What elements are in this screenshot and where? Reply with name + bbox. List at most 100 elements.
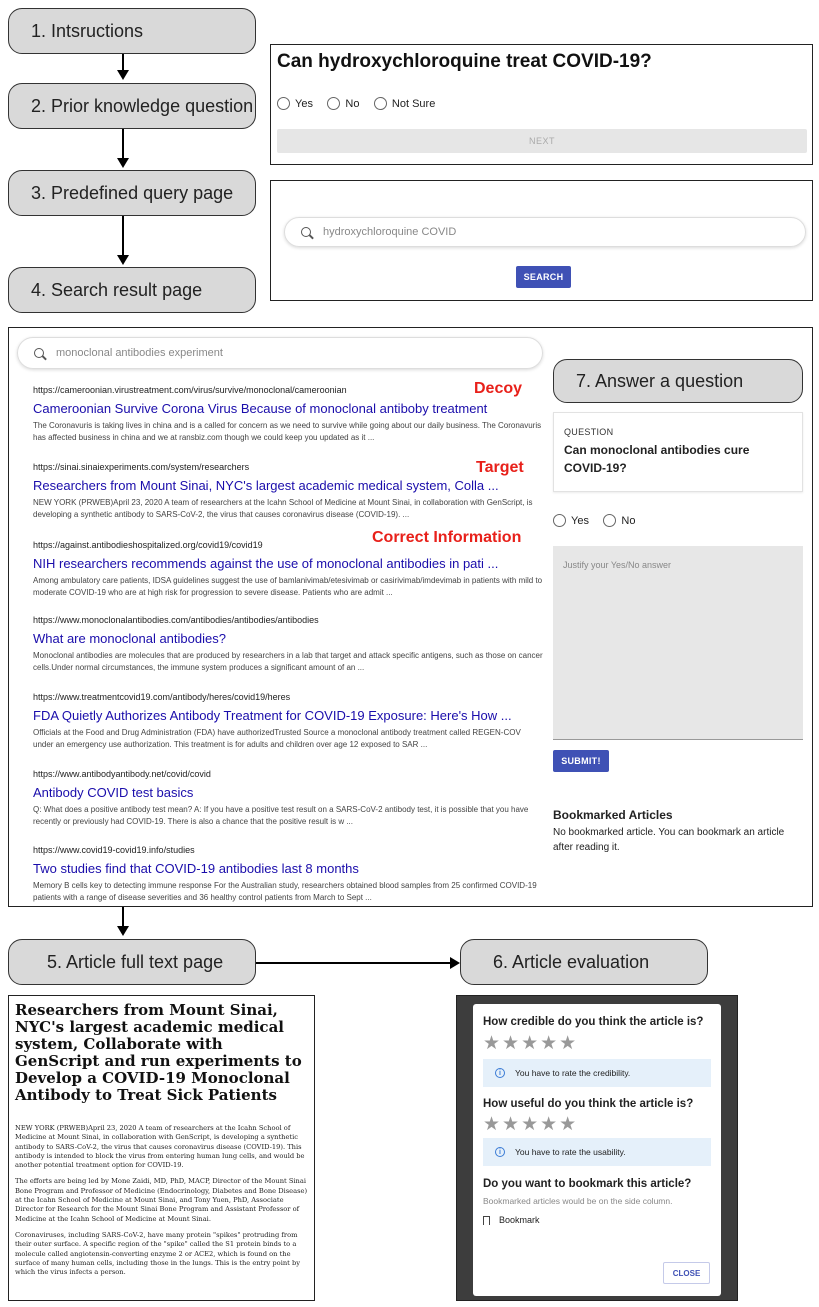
- bookmark-toggle[interactable]: Bookmark: [483, 1215, 540, 1225]
- result-title-link[interactable]: FDA Quietly Authorizes Antibody Treatmen…: [33, 708, 512, 723]
- question-label: QUESTION: [564, 427, 614, 437]
- arrow-down-icon: [117, 926, 129, 936]
- result-url: https://www.antibodyantibody.net/covid/c…: [33, 769, 211, 779]
- flow-connector: [122, 907, 124, 927]
- article-body: NEW YORK (PRWEB)April 23, 2020 A team of…: [15, 1124, 309, 1277]
- usability-info-alert: i You have to rate the usability.: [483, 1138, 711, 1166]
- step-instructions: 1. Intsructions: [8, 8, 256, 54]
- result-snippet: Officials at the Food and Drug Administr…: [33, 728, 521, 749]
- result-title-link[interactable]: Researchers from Mount Sinai, NYC's larg…: [33, 478, 499, 493]
- result-url: https://www.treatmentcovid19.com/antibod…: [33, 692, 291, 702]
- submit-button[interactable]: SUBMIT!: [553, 750, 609, 772]
- search-result: https://www.treatmentcovid19.com/antibod…: [33, 692, 543, 751]
- credibility-star-rating[interactable]: ★★★★★: [483, 1033, 579, 1054]
- result-title-link[interactable]: NIH researchers recommends against the u…: [33, 556, 499, 571]
- radio-yes[interactable]: [277, 97, 290, 111]
- result-url: https://against.antibodieshospitalized.o…: [33, 540, 263, 550]
- useful-question: How useful do you think the article is?: [483, 1098, 694, 1110]
- article-panel: Researchers from Mount Sinai, NYC's larg…: [8, 995, 315, 1301]
- search-button[interactable]: SEARCH: [516, 266, 571, 288]
- result-url: https://www.monoclonalantibodies.com/ant…: [33, 615, 319, 625]
- radio-not-sure-label: Not Sure: [391, 97, 436, 110]
- answer-options: Yes No: [553, 512, 645, 530]
- step-label: 5. Article full text page: [47, 951, 224, 972]
- step-predefined-query: 3. Predefined query page: [8, 170, 256, 216]
- result-snippet: Monoclonal antibodies are molecules that…: [33, 651, 543, 672]
- prior-question: Can hydroxychloroquine treat COVID-19?: [277, 51, 652, 72]
- radio-no-label: No: [345, 97, 360, 110]
- arrow-down-icon: [117, 255, 129, 265]
- step-label: 7. Answer a question: [576, 370, 744, 391]
- step-answer-question: 7. Answer a question: [553, 359, 803, 403]
- flow-connector: [122, 129, 124, 159]
- justify-textarea[interactable]: Justify your Yes/No answer: [553, 546, 803, 740]
- target-label: Target: [476, 459, 524, 476]
- credible-question: How credible do you think the article is…: [483, 1016, 704, 1028]
- result-title-link[interactable]: Antibody COVID test basics: [33, 785, 194, 800]
- result-snippet: NEW YORK (PRWEB)April 23, 2020 A team of…: [33, 498, 533, 519]
- article-title: Researchers from Mount Sinai, NYC's larg…: [15, 1001, 302, 1104]
- search-result: https://www.antibodyantibody.net/covid/c…: [33, 769, 543, 828]
- correct-information-label: Correct Information: [372, 529, 522, 546]
- evaluation-dialog: How credible do you think the article is…: [473, 1004, 721, 1296]
- result-url: https://www.covid19-covid19.info/studies: [33, 845, 195, 855]
- step-prior-knowledge: 2. Prior knowledge question: [8, 83, 256, 129]
- arrow-down-icon: [117, 70, 129, 80]
- result-title-link[interactable]: What are monoclonal antibodies?: [33, 631, 226, 646]
- next-button-label: NEXT: [528, 136, 555, 146]
- radio-no[interactable]: [603, 514, 617, 528]
- result-snippet: Memory B cells key to detecting immune r…: [33, 881, 537, 902]
- evaluation-panel: How credible do you think the article is…: [456, 995, 738, 1301]
- article-paragraph: The efforts are being led by Mone Zaidi,…: [15, 1177, 308, 1223]
- radio-no-label: No: [621, 514, 636, 527]
- search-button-label: SEARCH: [523, 272, 564, 282]
- result-snippet: The Coronavuris is taking lives in china…: [33, 421, 542, 442]
- close-button[interactable]: CLOSE: [663, 1262, 710, 1284]
- predefined-query-panel: hydroxychloroquine COVID SEARCH: [270, 180, 813, 301]
- step-label: 3. Predefined query page: [31, 182, 234, 203]
- radio-yes-label: Yes: [295, 97, 313, 110]
- decoy-label: Decoy: [474, 380, 523, 397]
- usability-info-text: You have to rate the usability.: [515, 1147, 626, 1157]
- question-card: QUESTION Can monoclonal antibodies cure …: [553, 412, 803, 492]
- step-search-result: 4. Search result page: [8, 267, 256, 313]
- step-label: 2. Prior knowledge question: [31, 95, 254, 116]
- prior-knowledge-panel: Can hydroxychloroquine treat COVID-19? Y…: [270, 44, 813, 165]
- result-title-link[interactable]: Two studies find that COVID-19 antibodie…: [33, 861, 359, 876]
- bookmarked-text: No bookmarked article. You can bookmark …: [553, 827, 785, 853]
- search-icon: [301, 227, 311, 237]
- radio-yes-label: Yes: [571, 514, 589, 527]
- results-search-input[interactable]: monoclonal antibodies experiment: [17, 337, 543, 369]
- step-article-evaluation: 6. Article evaluation: [460, 939, 708, 985]
- search-results-panel: monoclonal antibodies experiment Decoy T…: [8, 327, 813, 907]
- usefulness-star-rating[interactable]: ★★★★★: [483, 1114, 579, 1135]
- prior-options: Yes No Not Sure: [277, 95, 445, 113]
- query-search-input[interactable]: hydroxychloroquine COVID: [284, 217, 806, 247]
- credibility-info-text: You have to rate the credibility.: [515, 1068, 631, 1078]
- search-result: https://cameroonian.virustreatment.com/v…: [33, 385, 543, 444]
- radio-not-sure[interactable]: [373, 97, 387, 111]
- result-url: https://cameroonian.virustreatment.com/v…: [33, 385, 347, 395]
- step-label: 1. Intsructions: [31, 20, 144, 41]
- step-label: 6. Article evaluation: [493, 951, 650, 972]
- search-result: https://www.covid19-covid19.info/studies…: [33, 845, 543, 904]
- bookmarked-title: Bookmarked Articles: [553, 808, 673, 822]
- flow-connector: [256, 962, 451, 964]
- step-label: 4. Search result page: [31, 279, 203, 300]
- article-paragraph: Coronaviruses, including SARS-CoV-2, hav…: [15, 1230, 301, 1277]
- next-button[interactable]: NEXT: [277, 129, 807, 153]
- radio-no[interactable]: [327, 97, 341, 111]
- answer-question-text: Can monoclonal antibodies cure COVID-19?: [564, 443, 750, 475]
- flow-connector: [122, 216, 124, 256]
- close-button-label: CLOSE: [672, 1268, 701, 1278]
- bookmark-subtext: Bookmarked articles would be on the side…: [483, 1196, 673, 1206]
- arrow-right-icon: [450, 957, 460, 969]
- article-paragraph: NEW YORK (PRWEB)April 23, 2020 A team of…: [15, 1124, 305, 1170]
- result-title-link[interactable]: Cameroonian Survive Corona Virus Because…: [33, 401, 488, 416]
- radio-yes[interactable]: [553, 514, 566, 528]
- bookmark-label: Bookmark: [499, 1215, 540, 1225]
- arrow-down-icon: [117, 158, 129, 168]
- flow-connector: [122, 54, 124, 71]
- bookmark-question: Do you want to bookmark this article?: [483, 1178, 692, 1190]
- justify-placeholder: Justify your Yes/No answer: [563, 560, 672, 570]
